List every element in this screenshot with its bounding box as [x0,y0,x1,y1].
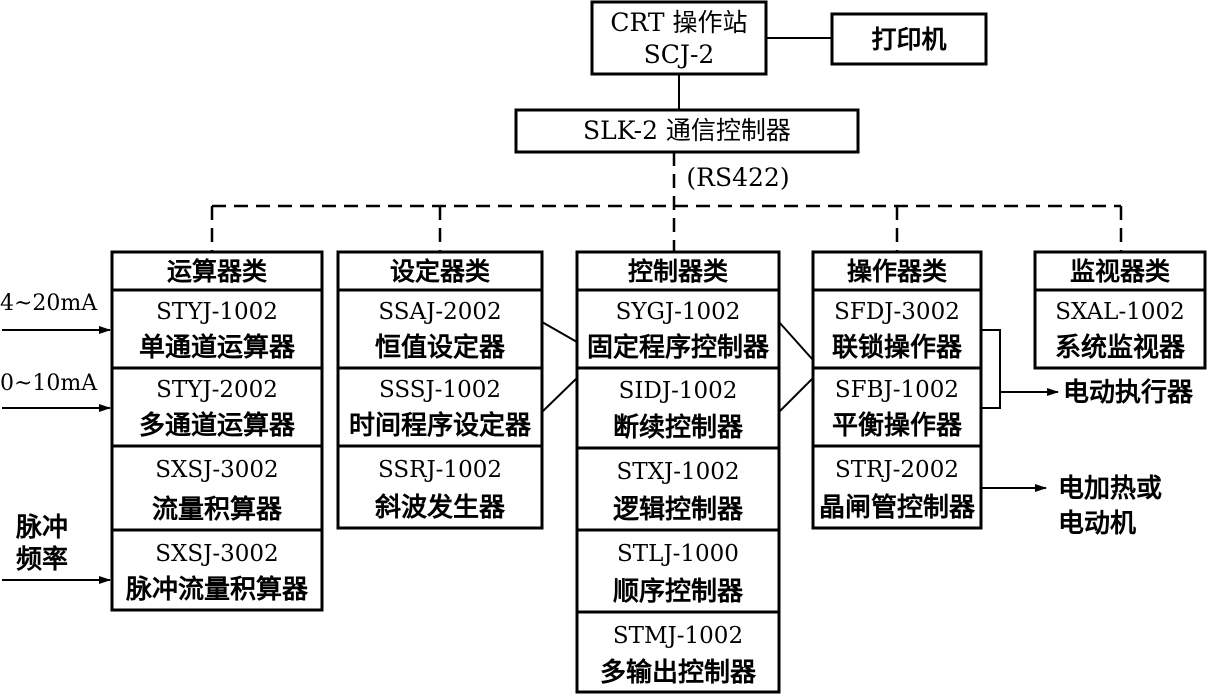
controller-link-lower [778,377,814,413]
printer-box [830,12,988,66]
comm-controller-box [514,108,860,154]
crt-station-label: CRT 操作站 [610,8,747,37]
device-cell [575,288,781,370]
device-name: 顺序控制器 [613,576,744,607]
group-title: 运算器类 [167,257,268,286]
group-title: 监视器类 [1070,257,1171,286]
group-title: 操作器类 [847,257,948,286]
device-cell [110,444,324,532]
group-setters: 设定器类 SSAJ-2002 恒值设定器 SSSJ-1002 时间程序设定器 S… [336,250,544,530]
printer-label: 打印机 [871,25,946,54]
device-code: SSRJ-1002 [378,457,502,483]
device-name: 断续控制器 [613,412,744,443]
device-code: SIDJ-1002 [619,378,738,404]
group-title: 控制器类 [628,257,729,286]
outputs: 电动执行器 电加热或 电动机 [981,329,1194,539]
printer-node: 打印机 [830,12,988,66]
group-operators: 操作器类 SFDJ-3002 联锁操作器 SFBJ-1002 平衡操作器 STR… [811,250,983,530]
group-monitors: 监视器类 SXAL-1002 系统监视器 [1033,250,1207,370]
device-code: STMJ-1002 [613,623,743,649]
device-code: SFBJ-1002 [835,377,959,403]
operator-output-bracket [981,329,1001,409]
input-pulse-label-2: 频率 [16,544,68,575]
device-code: SXAL-1002 [1055,299,1185,325]
comm-controller-node: SLK-2 通信控制器 [514,108,860,154]
device-code: SXSJ-3002 [155,541,278,567]
output-actuator-label: 电动执行器 [1063,377,1194,408]
device-name: 固定程序控制器 [587,332,770,363]
group-controllers: 控制器类 SYGJ-1002 固定程序控制器 SIDJ-1002 断续控制器 S… [575,250,781,694]
device-name: 脉冲流量积算器 [126,574,309,605]
output-heater-label-1: 电加热或 [1058,474,1162,504]
device-name: 多通道运算器 [139,410,296,441]
device-code: SXSJ-3002 [155,457,278,483]
group-header [110,250,324,292]
device-name: 晶闸管控制器 [819,493,976,523]
device-cell [336,444,544,530]
device-name: 斜波发生器 [374,492,506,523]
crt-station-box [590,0,768,76]
device-cell [110,288,324,370]
bus-label: (RS422) [686,163,789,192]
device-cell [110,366,324,448]
input-pulse-label-1: 脉冲 [16,513,68,543]
controller-to-operator-links [778,321,814,413]
device-code: SSSJ-1002 [379,377,501,403]
device-name: 时间程序设定器 [349,410,532,441]
device-code: STYJ-1002 [156,299,278,325]
rs422-bus [210,152,1123,252]
device-cell [575,528,781,614]
device-code: SSAJ-2002 [378,299,501,325]
group-header [1033,250,1207,292]
device-code: STRJ-2002 [835,457,959,483]
comm-controller-label: SLK-2 通信控制器 [583,116,791,145]
device-code: SYGJ-1002 [616,299,741,325]
device-cell [1033,288,1207,370]
device-name: 联锁操作器 [832,332,963,363]
device-name: 逻辑控制器 [613,495,744,525]
group-title: 设定器类 [390,257,491,286]
device-name: 多输出控制器 [600,657,757,688]
device-cell [110,528,324,612]
crt-station-model: SCJ-2 [644,40,715,69]
group-calculators: 运算器类 STYJ-1002 单通道运算器 STYJ-2002 多通道运算器 S… [110,250,324,612]
device-name: 单通道运算器 [139,332,296,363]
device-cell [336,288,544,370]
device-code: SFDJ-3002 [834,299,960,325]
input-current-1-label: 4~20mA [0,291,98,316]
device-name: 系统监视器 [1055,332,1186,363]
input-current-2-label: 0~10mA [0,371,98,396]
device-cell [811,444,983,530]
crt-station-node: CRT 操作站 SCJ-2 [590,0,768,76]
controller-link-upper [778,321,814,361]
output-heater-label-2: 电动机 [1058,509,1136,539]
setter-link-lower [541,377,578,413]
setter-link-upper [541,321,578,343]
device-name: 流量积算器 [152,494,283,525]
device-code: STYJ-2002 [156,377,278,403]
device-code: STLJ-1000 [617,541,739,567]
device-name: 平衡操作器 [832,410,963,441]
group-header [575,250,781,292]
device-name: 恒值设定器 [375,332,506,363]
device-cell [575,610,781,694]
group-header [336,250,544,292]
device-code: STXJ-1002 [617,459,740,485]
inputs: 4~20mA 0~10mA 脉冲 频率 [0,291,111,584]
device-cell [336,366,544,448]
setter-to-controller-links [541,321,578,413]
